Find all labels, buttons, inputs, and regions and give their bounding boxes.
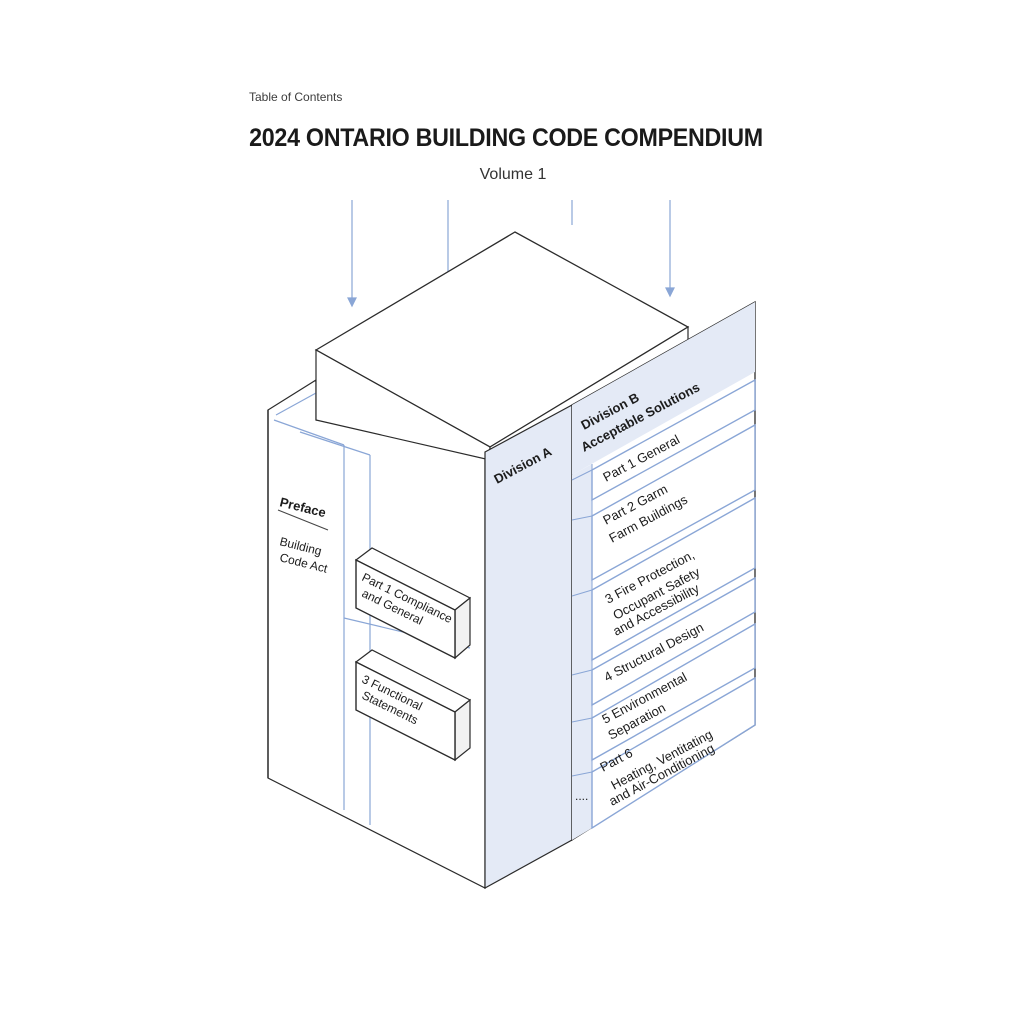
roof-block — [314, 231, 690, 462]
part3-block — [354, 649, 472, 762]
volume-subtitle: Volume 1 — [479, 166, 547, 183]
overline-label: Table of Contents — [249, 90, 343, 104]
division-b-rows — [591, 378, 756, 830]
document-title: 2024 ONTARIO BUILDING CODE COMPENDIUM — [249, 124, 763, 152]
part1-block — [354, 547, 472, 660]
more-parts-ellipsis: .... — [575, 789, 588, 803]
